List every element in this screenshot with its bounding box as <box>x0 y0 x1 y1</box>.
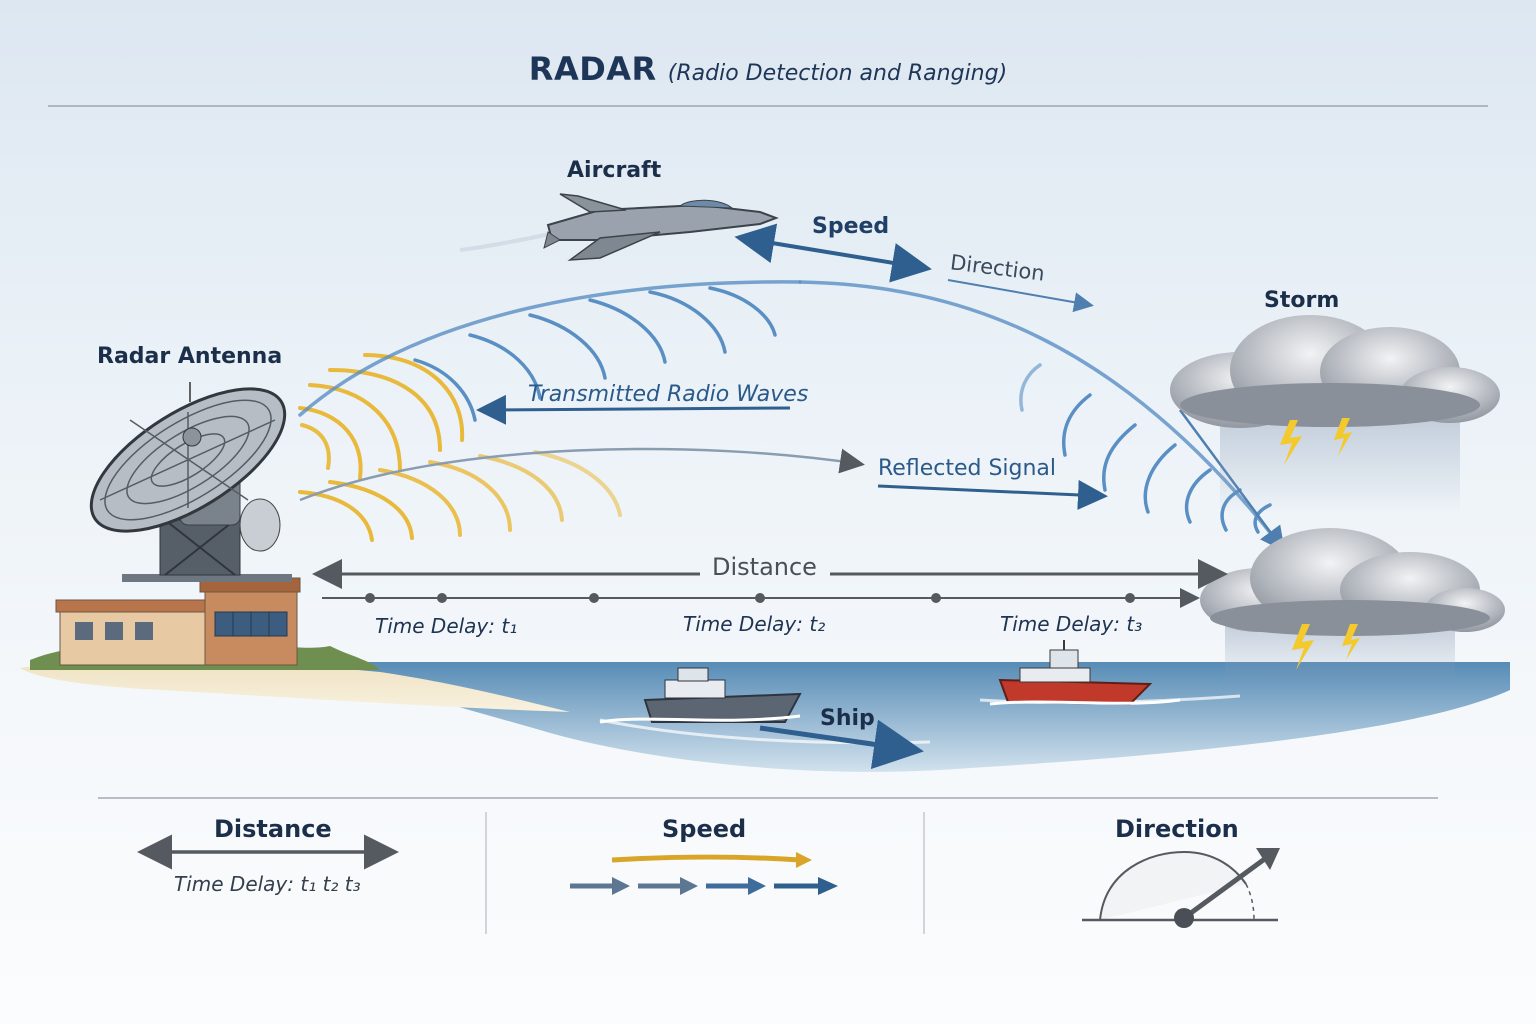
time-delay-label-3: Time Delay: t₃ <box>1000 612 1143 636</box>
transmitted-arrow <box>476 394 791 425</box>
aircraft-icon <box>459 193 779 261</box>
radar-antenna-dish <box>89 382 287 576</box>
title-subtitle: (Radio Detection and Ranging) <box>667 61 1008 86</box>
time-delay-label-2: Time Delay: t₂ <box>683 612 826 636</box>
page-title: RADAR (Radio Detection and Ranging) <box>0 50 1536 88</box>
storm-cloud-lower <box>1200 528 1505 685</box>
ship-grey <box>599 667 802 724</box>
speed-label: Speed <box>812 214 890 239</box>
ship-label: Ship <box>820 706 875 731</box>
direction-arrow <box>947 279 1094 313</box>
distance-label: Distance <box>712 553 817 581</box>
radar-station-building <box>55 574 301 666</box>
ship-red <box>989 640 1181 706</box>
speed-arrow <box>734 223 932 283</box>
aircraft-label: Aircraft <box>567 158 662 183</box>
time-delay-label-1: Time Delay: t₁ <box>375 614 518 638</box>
reflected-arrow <box>877 479 1108 510</box>
transmitted-waves-label: Transmitted Radio Waves <box>528 382 809 407</box>
legend-distance-title: Distance <box>214 815 332 843</box>
legend-direction-gauge <box>1082 848 1280 928</box>
storm-label: Storm <box>1264 288 1340 313</box>
radar-antenna-label: Radar Antenna <box>97 344 283 369</box>
reflected-return-curve <box>299 447 865 502</box>
storm-cloud-upper <box>1170 315 1500 515</box>
radio-wave-arcs <box>298 280 1282 547</box>
time-delay-ticks <box>365 593 1135 603</box>
title-main: RADAR <box>528 50 657 88</box>
reflected-signal-label: Reflected Signal <box>878 456 1057 481</box>
legend-distance-caption: Time Delay: t₁ t₂ t₃ <box>174 872 361 896</box>
legend-speed-title: Speed <box>662 815 747 843</box>
legend-direction-title: Direction <box>1115 815 1239 843</box>
legend-speed-arrows <box>570 852 838 895</box>
ship-heading-arrow <box>759 719 924 770</box>
